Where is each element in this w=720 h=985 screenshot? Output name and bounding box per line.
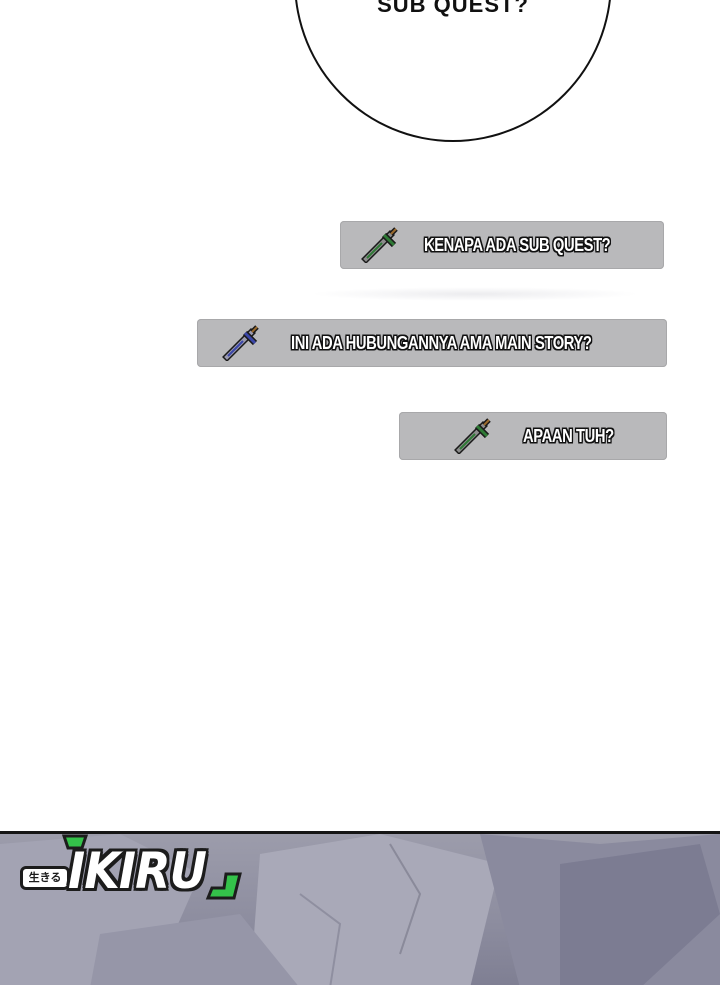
ikiru-logo: 生きる IKIRU bbox=[18, 834, 242, 904]
speech-bubble: SUB QUEST? bbox=[294, 0, 612, 142]
blue-dagger-icon bbox=[222, 325, 259, 361]
logo-accent-icon bbox=[61, 834, 242, 900]
speech-bubble-text: SUB QUEST? bbox=[377, 0, 529, 17]
green-dagger-icon bbox=[361, 227, 398, 263]
motion-smear bbox=[310, 287, 640, 301]
logo-word: IKIRU bbox=[68, 842, 207, 900]
quest-option-label: KENAPA ADA SUB QUEST? bbox=[424, 235, 611, 255]
quest-option-3[interactable]: APAAN TUH? bbox=[399, 412, 667, 460]
quest-option-label: APAAN TUH? bbox=[523, 426, 614, 446]
green-dagger-icon bbox=[454, 418, 491, 454]
quest-option-1[interactable]: KENAPA ADA SUB QUEST? bbox=[340, 221, 664, 269]
quest-option-label: INI ADA HUBUNGANNYA AMA MAIN STORY? bbox=[291, 333, 592, 353]
quest-option-2[interactable]: INI ADA HUBUNGANNYA AMA MAIN STORY? bbox=[197, 319, 667, 367]
logo-tag: 生きる bbox=[20, 866, 70, 890]
